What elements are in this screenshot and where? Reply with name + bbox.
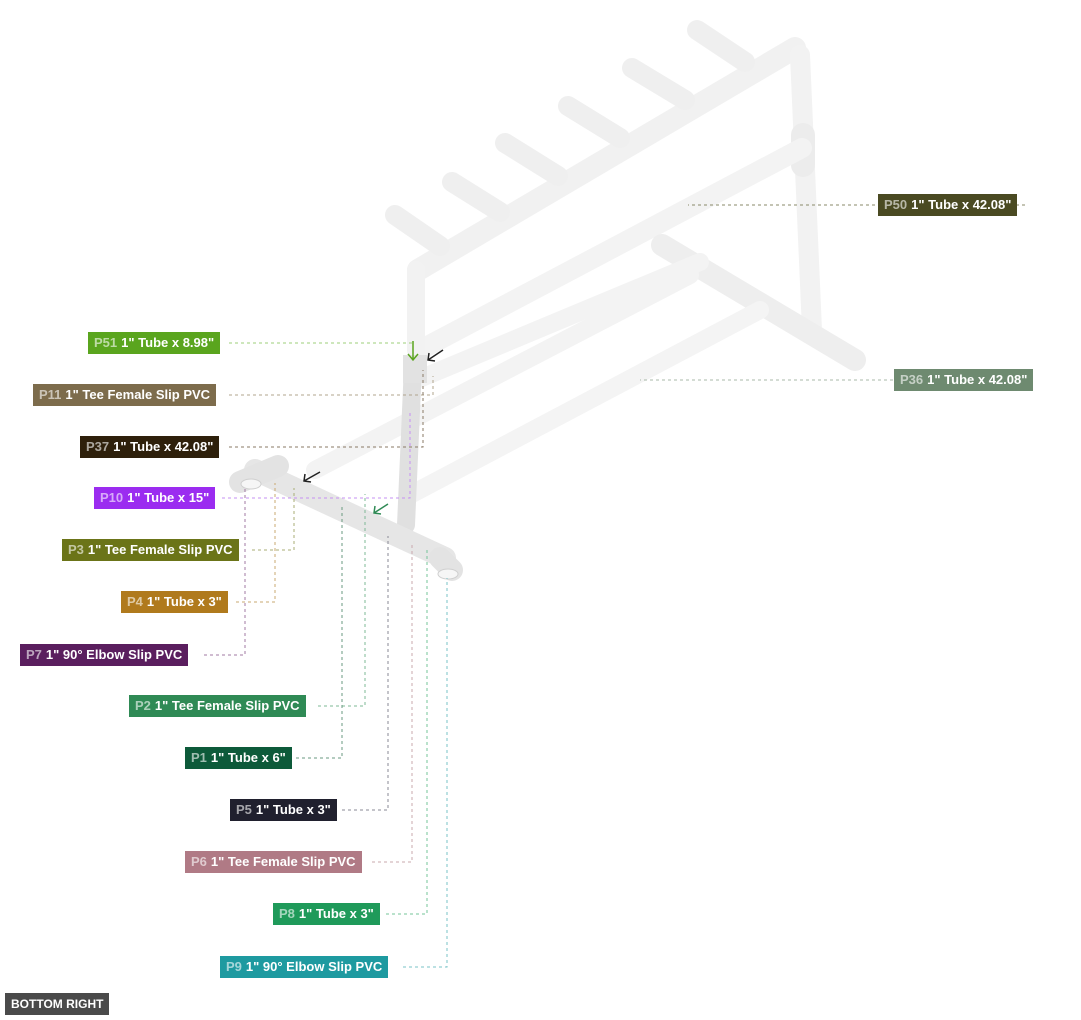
part-name: 1" Tee Female Slip PVC xyxy=(65,387,211,402)
part-name: 1" Tube x 42.08" xyxy=(927,372,1028,387)
part-id: P3 xyxy=(68,542,84,557)
part-id: P6 xyxy=(191,854,207,869)
part-id: P36 xyxy=(900,372,924,387)
part-id: P10 xyxy=(100,490,124,505)
part-id: P5 xyxy=(236,802,252,817)
part-name: 1" Tube x 42.08" xyxy=(113,439,214,454)
part-id: P8 xyxy=(279,906,295,921)
part-name: 1" 90° Elbow Slip PVC xyxy=(245,959,383,974)
part-id: P7 xyxy=(26,647,42,662)
part-id: P51 xyxy=(94,335,118,350)
part-name: 1" Tube x 8.98" xyxy=(121,335,215,350)
part-id: P11 xyxy=(39,387,62,402)
part-name: 1" Tee Female Slip PVC xyxy=(210,854,356,869)
faded-structure xyxy=(306,20,866,504)
part-name: 1" Tube x 3" xyxy=(146,594,222,609)
part-id: P4 xyxy=(127,594,143,609)
part-id: P1 xyxy=(191,750,207,765)
part-id: P9 xyxy=(226,959,242,974)
indicator-arrows xyxy=(303,341,444,515)
part-name: 1" Tube x 6" xyxy=(210,750,286,765)
part-id: P37 xyxy=(86,439,110,454)
view-orientation-badge[interactable]: BOTTOM RIGHT xyxy=(5,993,110,1015)
part-name: 1" Tube x 15" xyxy=(127,490,210,505)
part-name: 1" Tube x 42.08" xyxy=(911,197,1012,212)
part-name: 1" 90° Elbow Slip PVC xyxy=(45,647,183,662)
part-name: 1" Tube x 3" xyxy=(255,802,331,817)
part-name: 1" Tee Female Slip PVC xyxy=(87,542,233,557)
part-name: 1" Tube x 3" xyxy=(298,906,374,921)
part-id: P50 xyxy=(884,197,908,212)
highlighted-assembly xyxy=(229,355,463,581)
part-id: P2 xyxy=(135,698,151,713)
part-name: 1" Tee Female Slip PVC xyxy=(154,698,300,713)
